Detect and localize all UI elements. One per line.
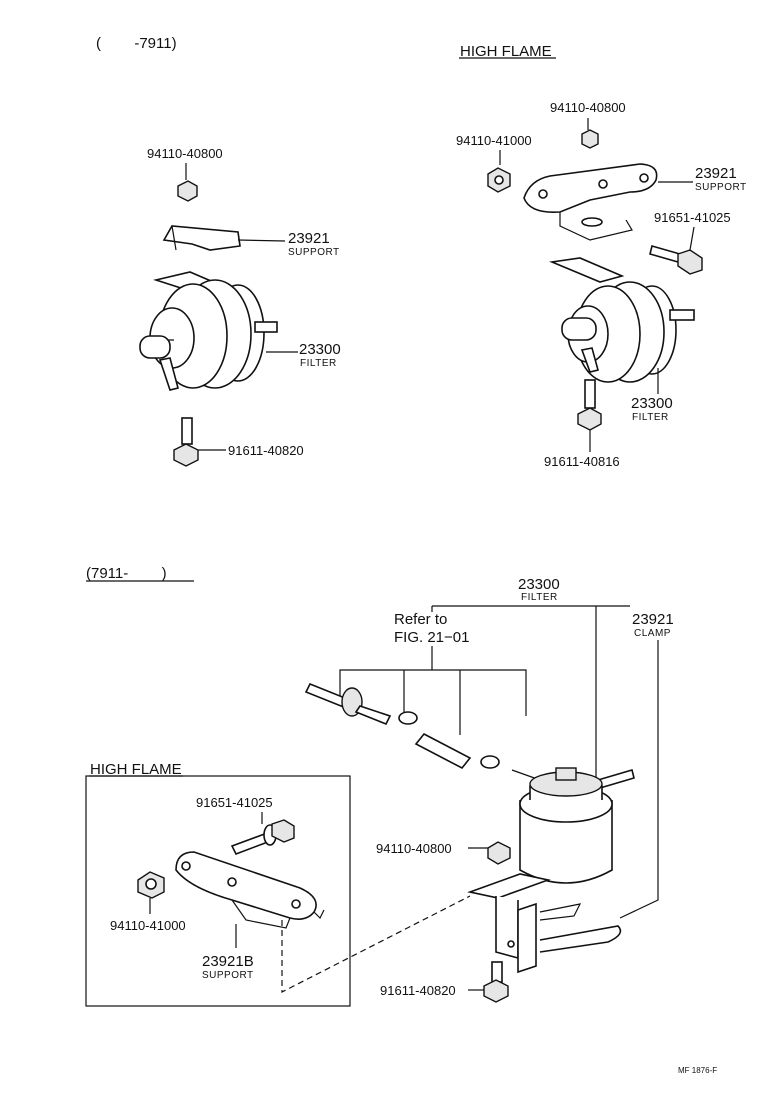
bottom-fuel-filter bbox=[519, 767, 613, 884]
bottom-filter-partnumber: 23300 bbox=[518, 576, 560, 593]
inset-bolt bbox=[230, 819, 295, 856]
inset-support-plate bbox=[175, 851, 325, 929]
inset-leader-dashed bbox=[281, 895, 471, 993]
inset-hex-nut bbox=[137, 871, 165, 899]
tr-bolt-partnumber: 91651-41025 bbox=[654, 210, 731, 225]
tr-support-partnumber: 23921 bbox=[695, 165, 737, 182]
bottom-assembly: 23300 FILTER Refer to FIG. 21−01 23921 C… bbox=[281, 576, 674, 1003]
bottom-clamp-name: CLAMP bbox=[634, 628, 671, 639]
inset-frame bbox=[85, 775, 351, 1007]
footer-code: MF 1876-F bbox=[678, 1066, 717, 1075]
tr-fuel-filter bbox=[549, 257, 695, 383]
tl-support-partnumber: 23921 bbox=[288, 230, 330, 247]
bottom-clamp-bracket bbox=[467, 873, 622, 974]
top-left-range-label: ( -7911) bbox=[96, 35, 177, 52]
high-flame-inset: HIGH FLAME 91651-41025 94110-41000 23921… bbox=[85, 761, 351, 1007]
tl-support-name: SUPPORT bbox=[288, 247, 340, 258]
bottom-bolt-partnumber: 91611-40820 bbox=[380, 983, 456, 998]
tr-support-plate bbox=[523, 163, 658, 241]
bottom-nut-partnumber: 94110-40800 bbox=[376, 841, 452, 856]
tl-fuel-filter bbox=[139, 271, 278, 391]
inset-header: HIGH FLAME bbox=[90, 761, 182, 778]
tl-hex-nut bbox=[177, 180, 198, 202]
tr-nut-partnumber: 94110-40800 bbox=[550, 100, 626, 115]
inset-nut-partnumber: 94110-41000 bbox=[110, 918, 186, 933]
bottom-fuel-hoses bbox=[304, 682, 635, 790]
tl-nut-partnumber: 94110-40800 bbox=[147, 146, 223, 161]
inset-support-partnumber: 23921B bbox=[202, 953, 254, 970]
top-right-header: HIGH FLAME bbox=[460, 43, 552, 60]
bottom-filter-name: FILTER bbox=[521, 592, 558, 603]
tr-hex-nut bbox=[581, 129, 599, 149]
tl-filter-partnumber: 23300 bbox=[299, 341, 341, 358]
bottom-hex-nut bbox=[487, 841, 511, 865]
top-left-assembly: 94110-40800 23921 SUPPORT 23300 FILTER 9… bbox=[139, 146, 341, 467]
inset-bolt-partnumber: 91651-41025 bbox=[196, 795, 273, 810]
tr-filter-partnumber: 23300 bbox=[631, 395, 673, 412]
tl-filter-name: FILTER bbox=[300, 358, 337, 369]
tr-support-name: SUPPORT bbox=[695, 182, 747, 193]
tr-filter-name: FILTER bbox=[632, 412, 669, 423]
tr-flange-bolt bbox=[577, 379, 602, 431]
inset-support-name: SUPPORT bbox=[202, 970, 254, 981]
bottom-refer-line2: FIG. 21−01 bbox=[394, 629, 469, 646]
top-right-assembly: 94110-40800 94110-41000 23921 SUPPORT 91… bbox=[456, 100, 747, 469]
tr-nut2-partnumber: 94110-41000 bbox=[456, 133, 532, 148]
bottom-clamp-partnumber: 23921 bbox=[632, 611, 674, 628]
tl-flange-bolt bbox=[173, 417, 199, 467]
tr-bolt bbox=[649, 245, 703, 275]
bottom-range-label: (7911- ) bbox=[86, 565, 167, 582]
bottom-refer-line1: Refer to bbox=[394, 611, 447, 628]
tl-bolt-partnumber: 91611-40820 bbox=[228, 443, 304, 458]
tr-bolt2-partnumber: 91611-40816 bbox=[544, 454, 620, 469]
bottom-flange-bolt bbox=[483, 961, 509, 1003]
